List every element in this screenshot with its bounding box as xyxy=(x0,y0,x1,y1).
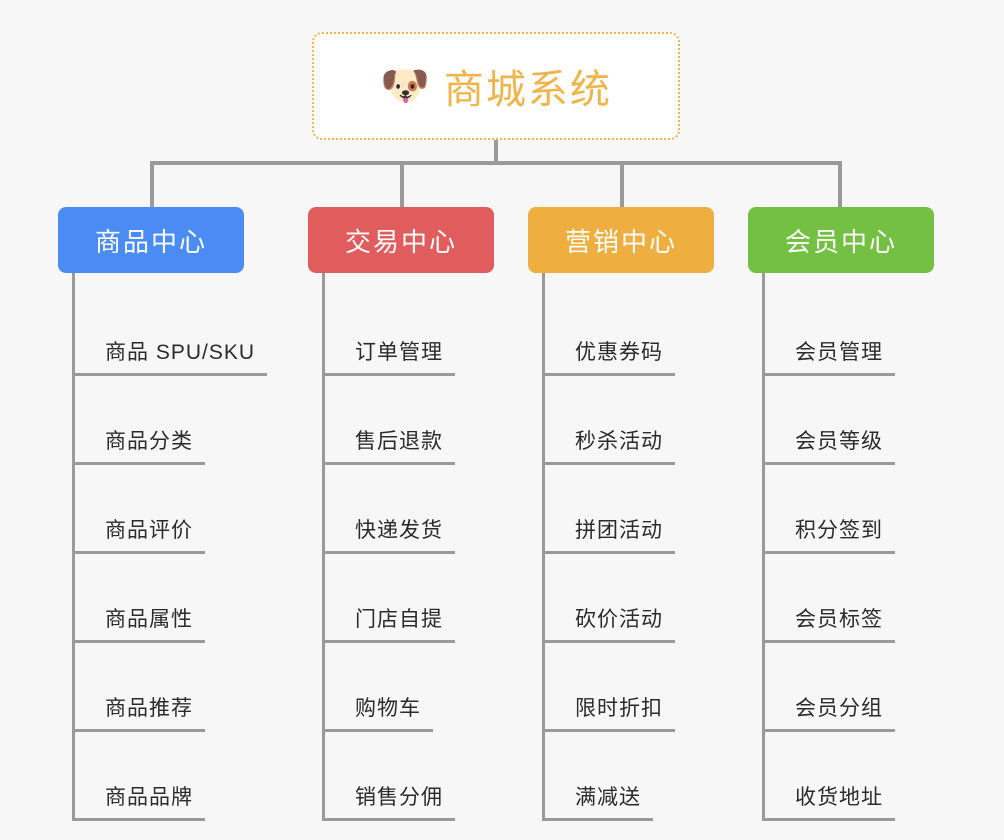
category-label: 交易中心 xyxy=(344,226,457,257)
category-header-marketing[interactable]: 营销中心 xyxy=(528,207,714,273)
item-label: 快递发货 xyxy=(325,514,455,554)
item-label: 积分签到 xyxy=(765,514,895,554)
category-label: 商品中心 xyxy=(94,226,207,257)
item-label: 商品评价 xyxy=(75,514,205,554)
list-item[interactable]: 订单管理 xyxy=(325,287,544,376)
category-header-member[interactable]: 会员中心 xyxy=(748,207,934,273)
item-label: 砍价活动 xyxy=(545,603,675,643)
category-items-marketing: 优惠券码 秒杀活动 拼团活动 砍价活动 限时折扣 满减送 xyxy=(542,273,764,821)
list-item[interactable]: 售后退款 xyxy=(325,376,544,465)
list-item[interactable]: 商品推荐 xyxy=(75,643,294,732)
category-items-trade: 订单管理 售后退款 快递发货 门店自提 购物车 销售分佣 xyxy=(322,273,544,821)
item-label: 商品分类 xyxy=(75,425,205,465)
list-item[interactable]: 砍价活动 xyxy=(545,554,764,643)
category-items-product: 商品 SPU/SKU 商品分类 商品评价 商品属性 商品推荐 商品品牌 xyxy=(72,273,294,821)
list-item[interactable]: 拼团活动 xyxy=(545,465,764,554)
item-label: 会员标签 xyxy=(765,603,895,643)
category-column-marketing: 营销中心 优惠券码 秒杀活动 拼团活动 砍价活动 限时折扣 满减送 xyxy=(528,207,764,821)
list-item[interactable]: 会员标签 xyxy=(765,554,984,643)
root-title: 商城系统 xyxy=(443,68,612,112)
list-item[interactable]: 商品分类 xyxy=(75,376,294,465)
item-label: 满减送 xyxy=(545,781,653,821)
list-item[interactable]: 商品属性 xyxy=(75,554,294,643)
list-item[interactable]: 满减送 xyxy=(545,732,764,821)
category-label: 营销中心 xyxy=(564,226,677,257)
list-item[interactable]: 积分签到 xyxy=(765,465,984,554)
drop-connector-4 xyxy=(838,161,842,207)
list-item[interactable]: 秒杀活动 xyxy=(545,376,764,465)
list-item[interactable]: 商品评价 xyxy=(75,465,294,554)
drop-connector-3 xyxy=(620,161,624,207)
list-item[interactable]: 商品品牌 xyxy=(75,732,294,821)
list-item[interactable]: 收货地址 xyxy=(765,732,984,821)
list-item[interactable]: 快递发货 xyxy=(325,465,544,554)
category-header-trade[interactable]: 交易中心 xyxy=(308,207,494,273)
item-label: 会员分组 xyxy=(765,692,895,732)
drop-connector-1 xyxy=(150,161,154,207)
item-label: 门店自提 xyxy=(325,603,455,643)
category-column-product: 商品中心 商品 SPU/SKU 商品分类 商品评价 商品属性 商品推荐 商品品牌 xyxy=(58,207,294,821)
list-item[interactable]: 会员等级 xyxy=(765,376,984,465)
list-item[interactable]: 限时折扣 xyxy=(545,643,764,732)
item-label: 购物车 xyxy=(325,692,433,732)
category-header-product[interactable]: 商品中心 xyxy=(58,207,244,273)
item-label: 优惠券码 xyxy=(545,336,675,376)
item-label: 拼团活动 xyxy=(545,514,675,554)
list-item[interactable]: 优惠券码 xyxy=(545,287,764,376)
list-item[interactable]: 门店自提 xyxy=(325,554,544,643)
list-item[interactable]: 会员管理 xyxy=(765,287,984,376)
category-column-member: 会员中心 会员管理 会员等级 积分签到 会员标签 会员分组 收货地址 xyxy=(748,207,984,821)
item-label: 会员管理 xyxy=(765,336,895,376)
item-label: 订单管理 xyxy=(325,336,455,376)
category-items-member: 会员管理 会员等级 积分签到 会员标签 会员分组 收货地址 xyxy=(762,273,984,821)
item-label: 销售分佣 xyxy=(325,781,455,821)
list-item[interactable]: 商品 SPU/SKU xyxy=(75,287,294,376)
item-label: 会员等级 xyxy=(765,425,895,465)
item-label: 限时折扣 xyxy=(545,692,675,732)
category-label: 会员中心 xyxy=(784,226,897,257)
list-item[interactable]: 销售分佣 xyxy=(325,732,544,821)
item-label: 秒杀活动 xyxy=(545,425,675,465)
item-label: 售后退款 xyxy=(325,425,455,465)
root-stem-connector xyxy=(494,140,498,163)
item-label: 商品 SPU/SKU xyxy=(75,336,268,376)
drop-connector-2 xyxy=(400,161,404,207)
shiba-dog-icon: 🐶 xyxy=(380,64,430,108)
horizontal-bus-connector xyxy=(150,161,840,165)
root-node[interactable]: 🐶 商城系统 xyxy=(312,32,680,140)
item-label: 商品推荐 xyxy=(75,692,205,732)
item-label: 商品属性 xyxy=(75,603,205,643)
list-item[interactable]: 会员分组 xyxy=(765,643,984,732)
list-item[interactable]: 购物车 xyxy=(325,643,544,732)
category-column-trade: 交易中心 订单管理 售后退款 快递发货 门店自提 购物车 销售分佣 xyxy=(308,207,544,821)
item-label: 收货地址 xyxy=(765,781,895,821)
item-label: 商品品牌 xyxy=(75,781,205,821)
